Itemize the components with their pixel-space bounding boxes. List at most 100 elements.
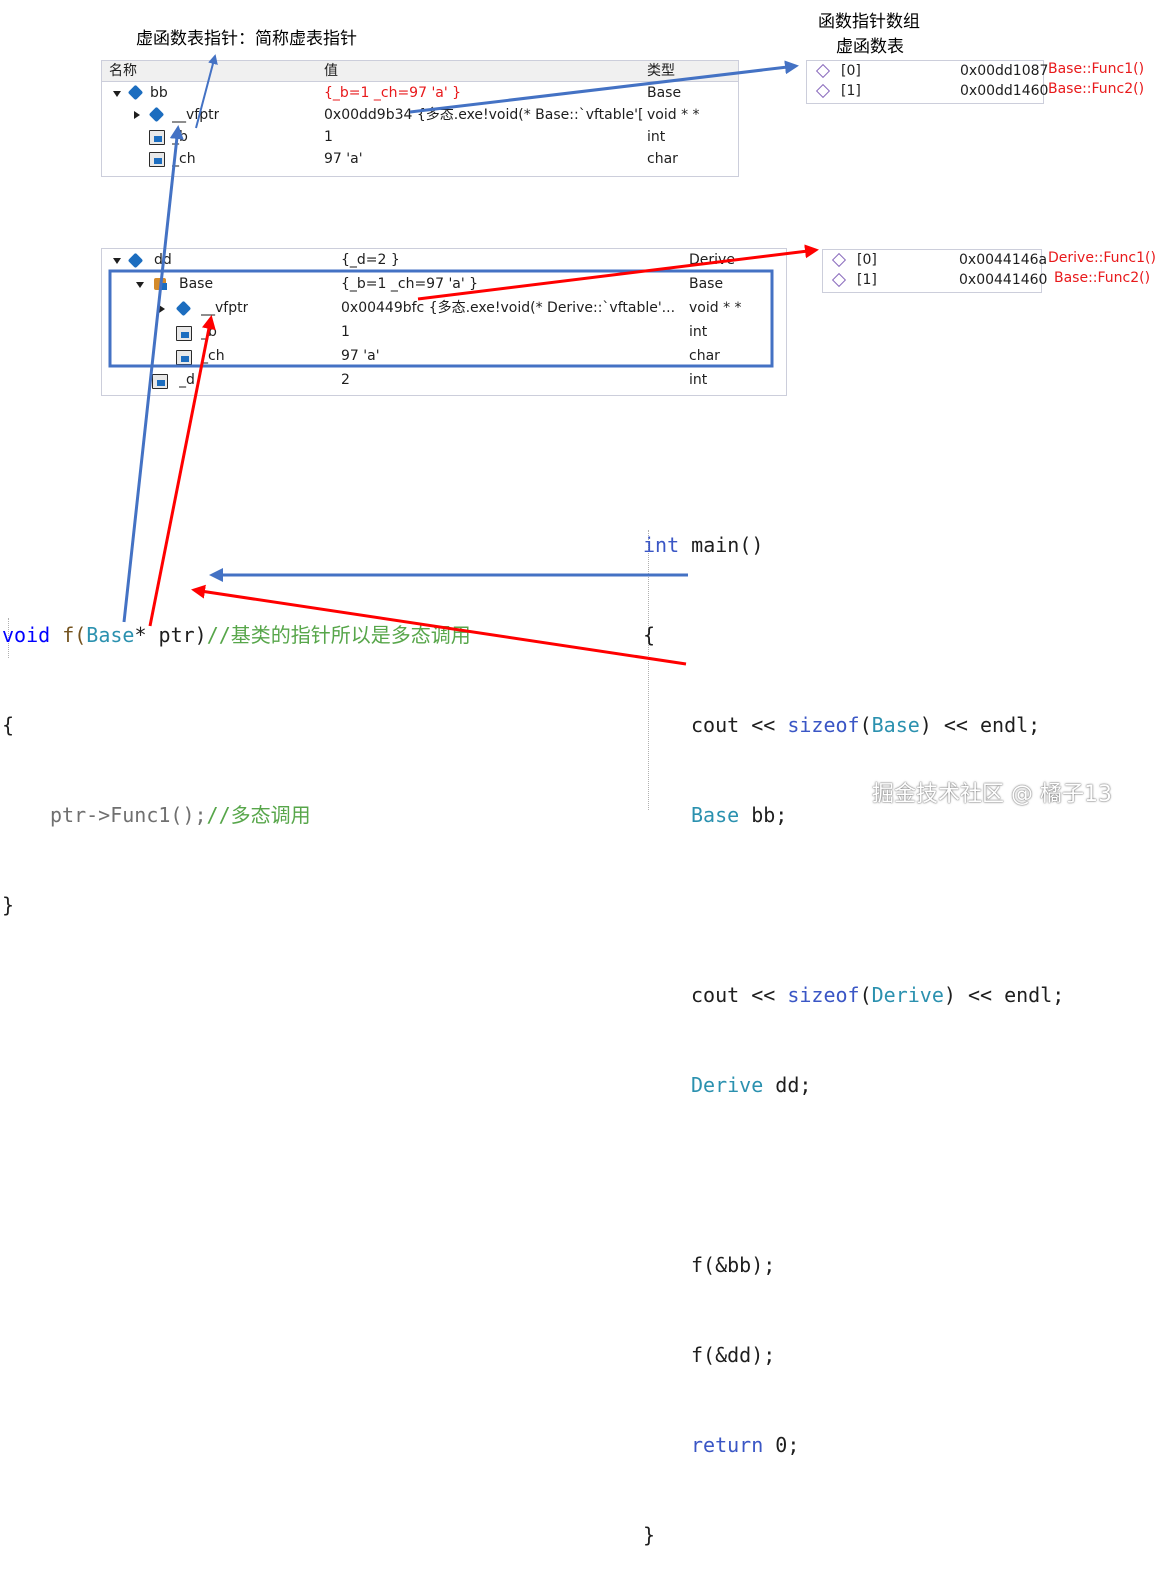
vtable-address: 0x00441460 xyxy=(959,272,1048,288)
watch-row-d[interactable]: _d 2 int xyxy=(102,369,786,393)
watch-header: 名称 值 类型 xyxy=(102,61,738,82)
row-name: dd xyxy=(154,252,172,268)
code-function-main: int main() { cout << sizeof(Base) << end… xyxy=(643,470,1064,1580)
vtable-annotation-line1: 函数指针数组 xyxy=(818,12,920,32)
method-icon xyxy=(815,63,831,79)
collapse-triangle-icon[interactable] xyxy=(113,258,121,264)
code-line[interactable]: return 0; xyxy=(691,1433,800,1457)
row-name: _b xyxy=(172,129,188,145)
code-line[interactable]: f(&dd); xyxy=(691,1343,776,1367)
vtable-entry[interactable]: [0] 0x00dd1087 xyxy=(807,61,1048,81)
vtable-index: [0] xyxy=(841,63,861,79)
code-line[interactable]: Derive dd; xyxy=(691,1073,812,1097)
code-line[interactable]: int main() xyxy=(643,533,764,557)
object-icon xyxy=(175,300,192,317)
vtable-address: 0x00dd1087 xyxy=(960,63,1049,79)
code-line[interactable]: ptr->Func1();//多态调用 xyxy=(50,803,311,827)
row-type: char xyxy=(647,151,678,167)
vtable-func-label: Base::Func1() xyxy=(1048,61,1145,77)
watch-row-b[interactable]: _b 1 int xyxy=(102,126,738,148)
code-line[interactable]: { xyxy=(643,623,656,647)
row-name: _b xyxy=(201,324,217,340)
row-value: 1 xyxy=(341,324,350,340)
vtable-derive-box: [0] 0x0044146a [1] 0x00441460 xyxy=(822,249,1047,293)
header-value[interactable]: 值 xyxy=(324,63,338,79)
code-line[interactable]: f(&bb); xyxy=(691,1253,776,1277)
collapse-triangle-icon[interactable] xyxy=(136,282,144,288)
watch-row-dd[interactable]: dd {_d=2 } Derive xyxy=(102,249,786,273)
code-line[interactable]: } xyxy=(2,893,15,917)
row-value: {_b=1 _ch=97 'a' } xyxy=(324,85,462,101)
watch-row-bb[interactable]: bb {_b=1 _ch=97 'a' } Base xyxy=(102,82,738,104)
row-value: 1 xyxy=(324,129,333,145)
row-value: 2 xyxy=(341,372,350,388)
row-value: {_b=1 _ch=97 'a' } xyxy=(341,276,479,292)
row-type: int xyxy=(689,324,708,340)
watch-row-ch[interactable]: _ch 97 'a' char xyxy=(102,345,786,369)
watch-window-bb: 名称 值 类型 bb {_b=1 _ch=97 'a' } Base __vfp… xyxy=(101,60,739,177)
row-name: _ch xyxy=(201,348,225,364)
vtable-base-box: [0] 0x00dd1087 [1] 0x00dd1460 xyxy=(806,60,1048,104)
object-icon xyxy=(127,84,144,101)
row-type: Derive xyxy=(689,252,735,268)
field-icon xyxy=(176,326,192,341)
vtable-annotation-line2: 虚函数表 xyxy=(836,37,904,57)
vfptr-annotation: 虚函数表指针：简称虚表指针 xyxy=(136,29,357,49)
row-value: 97 'a' xyxy=(324,151,363,167)
code-function-f: void f(Base* ptr)//基类的指针所以是多态调用 { ptr->F… xyxy=(2,560,471,950)
row-type: Base xyxy=(689,276,724,292)
watermark: 掘金技术社区 @ 橘子13 xyxy=(872,782,1112,807)
row-type: Base xyxy=(647,85,682,101)
row-value: 0x00dd9b34 {多态.exe!void(* Base::`vftable… xyxy=(324,107,644,123)
vtable-func-label: Derive::Func1() xyxy=(1048,250,1156,266)
field-icon xyxy=(176,350,192,365)
field-icon xyxy=(152,374,168,389)
vtable-entry[interactable]: [0] 0x0044146a xyxy=(823,250,1047,270)
vtable-entry[interactable]: [1] 0x00dd1460 xyxy=(807,81,1048,101)
code-line[interactable]: } xyxy=(643,1523,656,1547)
watch-row-ch[interactable]: _ch 97 'a' char xyxy=(102,148,738,170)
object-icon xyxy=(127,252,144,269)
vtable-index: [1] xyxy=(841,83,861,99)
vtable-index: [0] xyxy=(857,252,877,268)
row-type: void * * xyxy=(647,107,700,123)
expand-triangle-icon[interactable] xyxy=(134,111,140,119)
code-line[interactable]: cout << sizeof(Base) << endl; xyxy=(691,713,1041,737)
vtable-address: 0x00dd1460 xyxy=(960,83,1049,99)
method-icon xyxy=(831,252,847,268)
vtable-func-label: Base::Func2() xyxy=(1054,270,1151,286)
expand-triangle-icon[interactable] xyxy=(159,305,165,313)
watch-window-dd: dd {_d=2 } Derive Base {_b=1 _ch=97 'a' … xyxy=(101,248,787,396)
row-name: __vfptr xyxy=(172,107,220,123)
vtable-address: 0x0044146a xyxy=(959,252,1048,268)
row-name: _ch xyxy=(172,151,196,167)
vtable-index: [1] xyxy=(857,272,877,288)
watch-row-vfptr[interactable]: __vfptr 0x00449bfc {多态.exe!void(* Derive… xyxy=(102,297,786,321)
code-line-blank: ​ xyxy=(643,1160,1064,1190)
header-name[interactable]: 名称 xyxy=(109,63,137,79)
method-icon xyxy=(831,272,847,288)
code-line[interactable]: cout << sizeof(Derive) << endl; xyxy=(691,983,1065,1007)
method-icon xyxy=(815,83,831,99)
code-line[interactable]: void f(Base* ptr)//基类的指针所以是多态调用 xyxy=(2,623,471,647)
row-value: {_d=2 } xyxy=(341,252,400,268)
vtable-entry[interactable]: [1] 0x00441460 xyxy=(823,270,1047,290)
code-line[interactable]: { xyxy=(2,713,15,737)
code-line-blank: ​ xyxy=(643,890,1064,920)
vtable-func-label: Base::Func2() xyxy=(1048,81,1145,97)
watch-row-base[interactable]: Base {_b=1 _ch=97 'a' } Base xyxy=(102,273,786,297)
indent-guide xyxy=(8,618,9,658)
watch-row-b[interactable]: _b 1 int xyxy=(102,321,786,345)
header-type[interactable]: 类型 xyxy=(647,63,675,79)
row-type: char xyxy=(689,348,720,364)
row-value: 0x00449bfc {多态.exe!void(* Derive::`vftab… xyxy=(341,300,676,316)
row-type: int xyxy=(689,372,708,388)
base-class-icon xyxy=(154,278,167,290)
row-name: Base xyxy=(179,276,214,292)
row-type: int xyxy=(647,129,666,145)
code-line[interactable]: Base bb; xyxy=(691,803,788,827)
watch-row-vfptr[interactable]: __vfptr 0x00dd9b34 {多态.exe!void(* Base::… xyxy=(102,104,738,126)
collapse-triangle-icon[interactable] xyxy=(113,91,121,97)
object-icon xyxy=(148,106,165,123)
field-icon xyxy=(149,130,165,145)
